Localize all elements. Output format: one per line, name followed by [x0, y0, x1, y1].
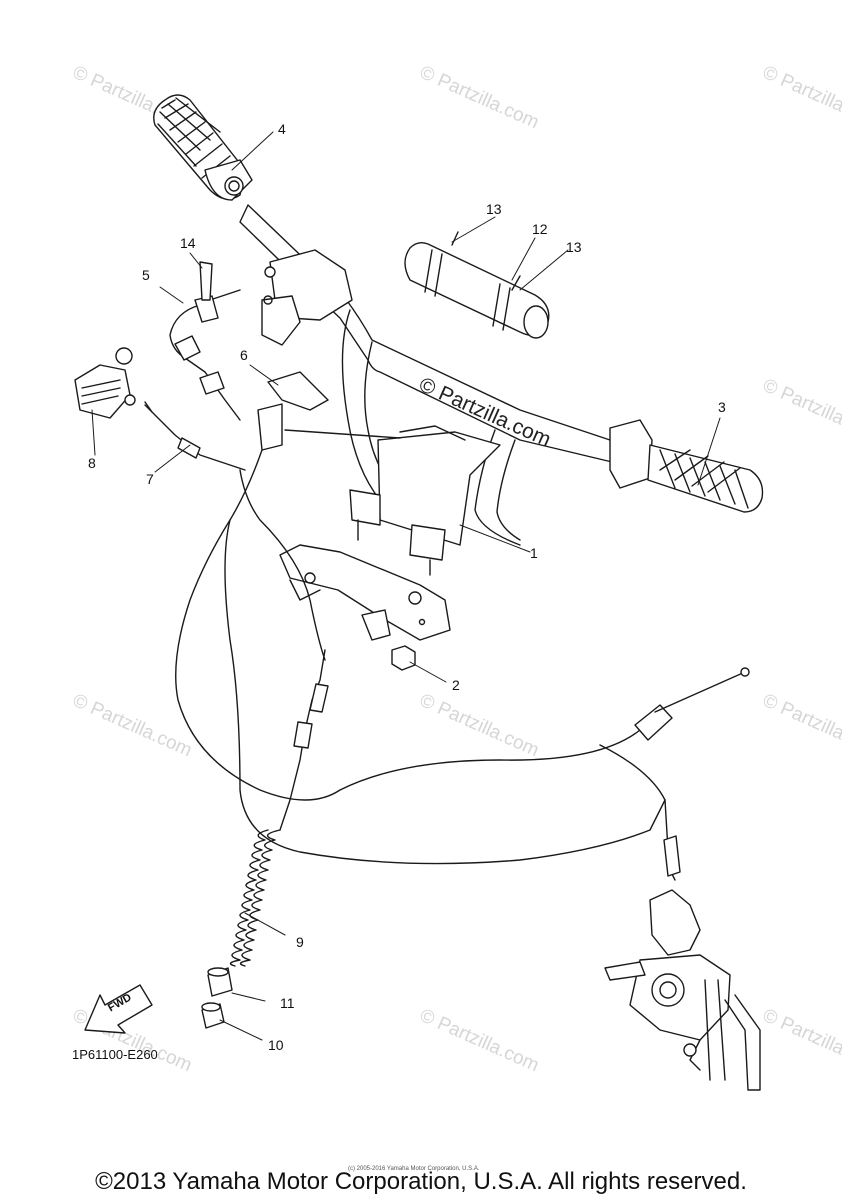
- callout-3: 3: [718, 399, 726, 415]
- callout-7: 7: [146, 471, 154, 487]
- callout-12: 12: [532, 221, 548, 237]
- brake-cable: [144, 401, 246, 471]
- copyright: ©2013 Yamaha Motor Corporation, U.S.A. A…: [95, 1168, 747, 1195]
- spring-cable: [229, 649, 329, 967]
- callout-9: 9: [296, 934, 304, 950]
- callout-4: 4: [278, 121, 286, 137]
- lower-bracket: [279, 544, 451, 641]
- throttle-cable: [169, 289, 241, 421]
- leader-lines: [91, 131, 721, 1041]
- callout-5: 5: [142, 267, 150, 283]
- callout-1: 1: [530, 545, 538, 561]
- cable-fitting: [199, 261, 213, 301]
- nut: [391, 645, 416, 671]
- throttle-housing: [261, 249, 353, 346]
- drawing-code: 1P61100-E260: [72, 1047, 158, 1062]
- small-fittings: [201, 967, 233, 1029]
- right-grip: [609, 419, 764, 513]
- lever: [257, 371, 401, 451]
- long-cables: [175, 449, 669, 865]
- grip-set: [404, 231, 550, 339]
- left-switch: [74, 347, 136, 419]
- callout-11: 11: [280, 995, 295, 1011]
- callout-6: 6: [240, 347, 248, 363]
- callout-13-right: 13: [566, 239, 582, 255]
- callout-14: 14: [180, 235, 196, 251]
- callout-13-top: 13: [486, 201, 502, 217]
- fwd-arrow: [84, 984, 153, 1034]
- callout-2: 2: [452, 677, 460, 693]
- callout-10: 10: [268, 1037, 284, 1053]
- copyright-small: (c) 2005-2016 Yamaha Motor Corporation, …: [348, 1166, 480, 1172]
- cable-adjuster: [634, 667, 750, 881]
- handlebar-holder: [349, 425, 501, 576]
- carburetor: [604, 889, 761, 1091]
- left-grip: [153, 94, 253, 201]
- callout-8: 8: [88, 455, 96, 471]
